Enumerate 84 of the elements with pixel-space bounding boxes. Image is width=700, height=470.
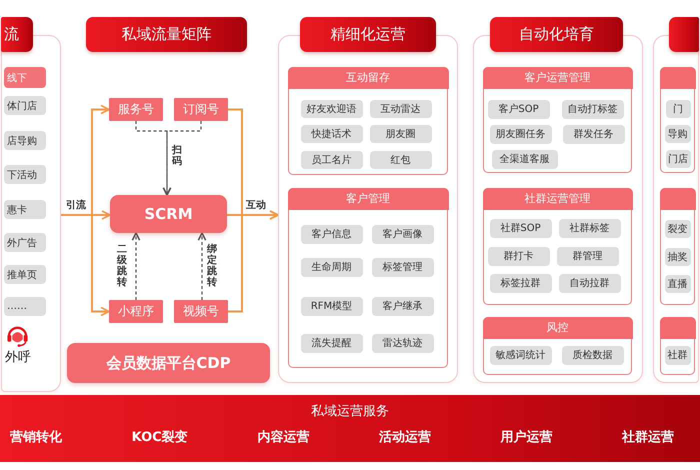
- feature-tag: 下活动: [4, 165, 46, 184]
- banner-item: 内容运营: [257, 429, 310, 447]
- channel-box: 小程序: [109, 300, 163, 323]
- banner-item: 社群运营: [622, 429, 674, 447]
- feature-tag: 客户继承: [372, 296, 434, 316]
- dashed-arrow: [162, 121, 202, 196]
- highlight-tag: 线下: [4, 67, 46, 88]
- feature-tag: 标签拉群: [490, 274, 552, 292]
- platform-box: 会员数据平台CDP: [67, 343, 270, 383]
- feature-tag: 自动打标签: [562, 100, 624, 118]
- feature-tag: 门: [666, 100, 690, 118]
- feature-tag: 朋友圈: [370, 124, 432, 142]
- feature-tag: 直播: [664, 274, 690, 292]
- feature-tag: 裂变: [664, 220, 690, 238]
- section-heading: 自动化培育: [490, 17, 623, 52]
- dashed-arrow: [198, 232, 206, 300]
- banner-title: 私域运营服务: [311, 403, 389, 421]
- section-heading: 私域流量矩阵: [86, 17, 247, 52]
- group-panel: [483, 188, 632, 305]
- group-panel: [288, 188, 448, 368]
- feature-tag: 快捷话术: [300, 124, 362, 142]
- group-panel: [660, 188, 695, 305]
- channel-box: 订阅号: [174, 98, 228, 121]
- feature-tag: 导购: [664, 124, 690, 142]
- feature-tag: 抽奖: [664, 248, 690, 266]
- feature-tag: 社群SOP: [490, 218, 552, 238]
- edge-label: 引流: [66, 200, 86, 212]
- feature-tag: 店导购: [4, 131, 46, 150]
- group-panel: [483, 317, 632, 375]
- panel-header: 客户管理: [288, 188, 448, 210]
- feature-tag: 体门店: [4, 96, 46, 115]
- feature-tag: 全渠道客服: [492, 150, 558, 168]
- panel-header: 风控: [482, 316, 632, 338]
- edge-label: 二级跳转: [117, 244, 127, 288]
- feature-tag: 员工名片: [300, 150, 362, 168]
- feature-tag: 标签管理: [372, 258, 434, 276]
- service-banner: [0, 395, 700, 462]
- edge-label: 绑定跳转: [207, 244, 217, 288]
- feature-tag: 惠卡: [4, 200, 46, 219]
- arrow: [228, 210, 279, 312]
- channel-box: 视频号: [174, 300, 228, 323]
- feature-tag: 好友欢迎语: [300, 100, 362, 118]
- edge-label: 互动: [246, 200, 266, 212]
- feature-tag: 朋友圈任务: [490, 124, 552, 144]
- edge-label: 扫码: [172, 145, 182, 167]
- feature-tag: 外广告: [4, 233, 46, 252]
- section-heading: 流: [1, 17, 33, 52]
- panel-header: 社群运营管理: [482, 188, 632, 210]
- caption-text: 外呼: [5, 350, 31, 366]
- feature-tag: 推单页: [4, 265, 46, 284]
- panel-header: 客户运营管理: [482, 66, 632, 88]
- feature-tag: 敏感词统计: [490, 346, 552, 364]
- platform-box: SCRM: [110, 195, 227, 233]
- dashed-arrow: [132, 232, 140, 300]
- group-panel: [288, 67, 448, 175]
- arrow: [61, 214, 110, 316]
- feature-tag: 生命周期: [300, 258, 362, 276]
- feature-tag: 客户信息: [300, 224, 362, 244]
- banner-item: 营销转化: [10, 429, 62, 447]
- panel-header: 互动留存: [288, 66, 448, 88]
- group-panel: [660, 67, 695, 173]
- feature-tag: 群打卡: [488, 246, 550, 266]
- feature-tag: 互动雷达: [370, 100, 432, 118]
- feature-tag: 群管理: [556, 246, 618, 266]
- feature-tag: 客户画像: [372, 224, 434, 244]
- feature-tag: 门店: [666, 150, 690, 168]
- feature-tag: ……: [4, 297, 46, 316]
- banner-item: 活动运营: [378, 429, 431, 447]
- feature-tag: 红包: [370, 150, 432, 168]
- feature-tag: 客户SOP: [488, 100, 550, 118]
- section-heading: 精细化运营: [300, 17, 436, 52]
- feature-tag: 质检数据: [562, 346, 624, 364]
- feature-tag: 群发任务: [562, 124, 624, 144]
- banner-item: KOC裂变: [132, 429, 188, 447]
- feature-tag: 雷达轨迹: [372, 334, 434, 352]
- feature-tag: RFM模型: [300, 296, 362, 316]
- feature-tag: 社群: [664, 346, 690, 364]
- channel-box: 服务号: [109, 98, 163, 121]
- feature-tag: 自动拉群: [558, 274, 620, 292]
- feature-tag: 社群标签: [558, 218, 620, 238]
- banner-item: 用户运营: [500, 429, 552, 447]
- feature-tag: 流失提醒: [300, 334, 362, 352]
- group-panel: [660, 317, 695, 375]
- group-panel: [483, 67, 632, 173]
